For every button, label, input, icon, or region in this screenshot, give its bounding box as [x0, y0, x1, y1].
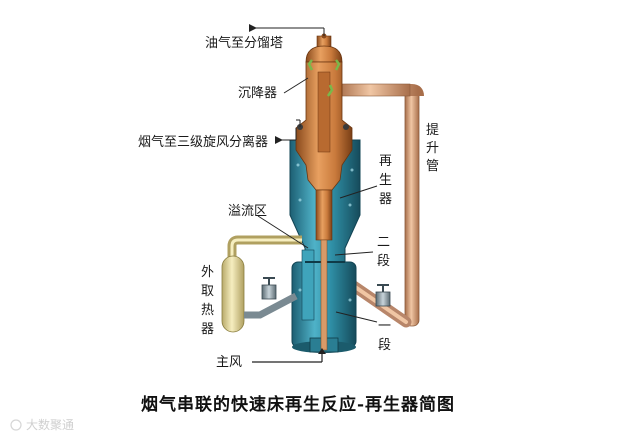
label-regenerator-char-1: 再 [379, 154, 392, 169]
label-main-air: 主风 [216, 355, 242, 370]
label-riser-char-1: 提 [426, 122, 439, 138]
label-riser-char-3: 管 [426, 159, 439, 174]
watermark: 大数聚通 [11, 417, 74, 432]
label-stage-two-char-2: 段 [377, 254, 390, 269]
label-external-heat-exchanger-char-4: 器 [201, 322, 214, 337]
diagram-caption: 烟气串联的快速床再生反应-再生器简图 [141, 394, 455, 415]
label-external-heat-exchanger-char-3: 热 [201, 303, 214, 318]
label-regenerator-char-3: 器 [379, 192, 392, 207]
slide-valve-left-icon [262, 278, 276, 299]
label-external-heat-exchanger-char-2: 取 [201, 284, 214, 299]
label-stage-two-char-1: 二 [377, 235, 390, 250]
label-oil-gas-to-fractionator: 油气至分馏塔 [205, 35, 283, 51]
label-external-heat-exchanger-char-1: 外 [201, 265, 214, 280]
label-flue-gas-to-third-cyclone: 烟气至三级旋风分离器 [138, 134, 268, 150]
watermark-text: 大数聚通 [26, 417, 74, 432]
label-stage-one-char-1: 一 [378, 319, 391, 334]
label-overflow-zone: 溢流区 [228, 204, 267, 219]
slide-valve-right-icon [376, 285, 390, 306]
label-riser-char-2: 升 [426, 141, 439, 156]
label-stage-one-char-2: 段 [378, 338, 391, 353]
label-regenerator-char-2: 生 [379, 173, 392, 188]
label-settler: 沉降器 [238, 86, 277, 101]
